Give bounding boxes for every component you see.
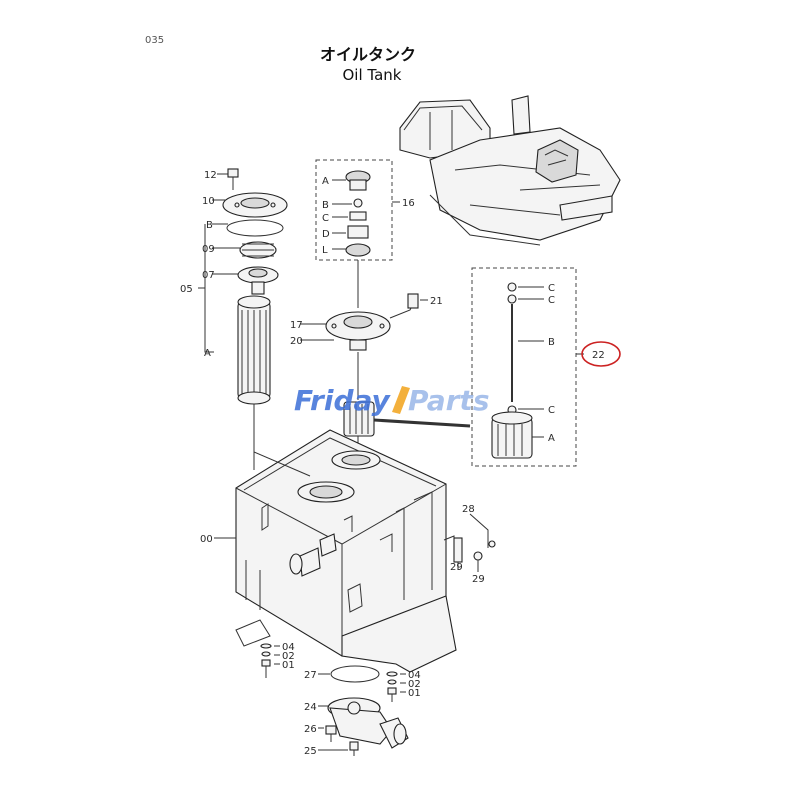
label-21: 21 xyxy=(430,296,443,307)
label-group-a: A xyxy=(322,176,329,187)
label-27: 27 xyxy=(304,670,317,681)
label-04-right: 04 xyxy=(408,670,421,681)
svg-text:Parts: Parts xyxy=(408,384,489,417)
tank-cover-assembly xyxy=(300,293,428,460)
label-24: 24 xyxy=(304,702,317,713)
label-29-a: 29 xyxy=(450,562,463,573)
mounting-bolts-left xyxy=(260,643,280,678)
label-22: 22 xyxy=(592,350,605,361)
cap-assembly-16 xyxy=(315,159,400,308)
label-group-d: D xyxy=(322,229,330,240)
label-04-left: 04 xyxy=(282,642,295,653)
label-b-left: B xyxy=(206,220,213,231)
label-25: 25 xyxy=(304,746,317,757)
label-01-right: 01 xyxy=(408,688,421,699)
label-05: 05 xyxy=(180,284,193,295)
label-22-c2: C xyxy=(548,295,555,306)
page-number: 035 xyxy=(145,35,164,46)
label-group-c: C xyxy=(322,213,329,224)
label-12: 12 xyxy=(204,170,217,181)
svg-text:Friday: Friday xyxy=(294,384,392,417)
label-07: 07 xyxy=(202,270,215,281)
watermark-logo: Friday Parts xyxy=(294,384,489,417)
label-28: 28 xyxy=(462,504,475,515)
label-16: 16 xyxy=(402,198,415,209)
label-20: 20 xyxy=(290,336,303,347)
label-00: 00 xyxy=(200,534,213,545)
label-09: 09 xyxy=(202,244,215,255)
title-japanese: オイルタンク xyxy=(320,45,416,64)
mounting-bolts-right xyxy=(386,671,406,702)
excavator-location-illustration xyxy=(399,95,621,246)
label-22-a: A xyxy=(548,433,555,444)
element-assembly-22 xyxy=(373,267,584,467)
label-22-c3: C xyxy=(548,405,555,416)
strainer-assembly-left xyxy=(198,168,288,452)
label-26: 26 xyxy=(304,724,317,735)
sight-gauge-parts xyxy=(453,513,496,572)
label-10: 10 xyxy=(202,196,215,207)
label-22-c1: C xyxy=(548,283,555,294)
highlight-circle-22 xyxy=(581,341,621,367)
label-29-b: 29 xyxy=(472,574,485,585)
label-a-left: A xyxy=(204,348,211,359)
label-17: 17 xyxy=(290,320,303,331)
label-02-right: 02 xyxy=(408,679,421,690)
label-01-left: 01 xyxy=(282,660,295,671)
label-group-b: B xyxy=(322,200,329,211)
oil-tank-body xyxy=(235,429,457,673)
suction-pipe-assembly xyxy=(318,665,409,756)
label-22-b: B xyxy=(548,337,555,348)
title-english: Oil Tank xyxy=(343,66,402,84)
label-02-left: 02 xyxy=(282,651,295,662)
label-group-l: L xyxy=(322,245,328,256)
